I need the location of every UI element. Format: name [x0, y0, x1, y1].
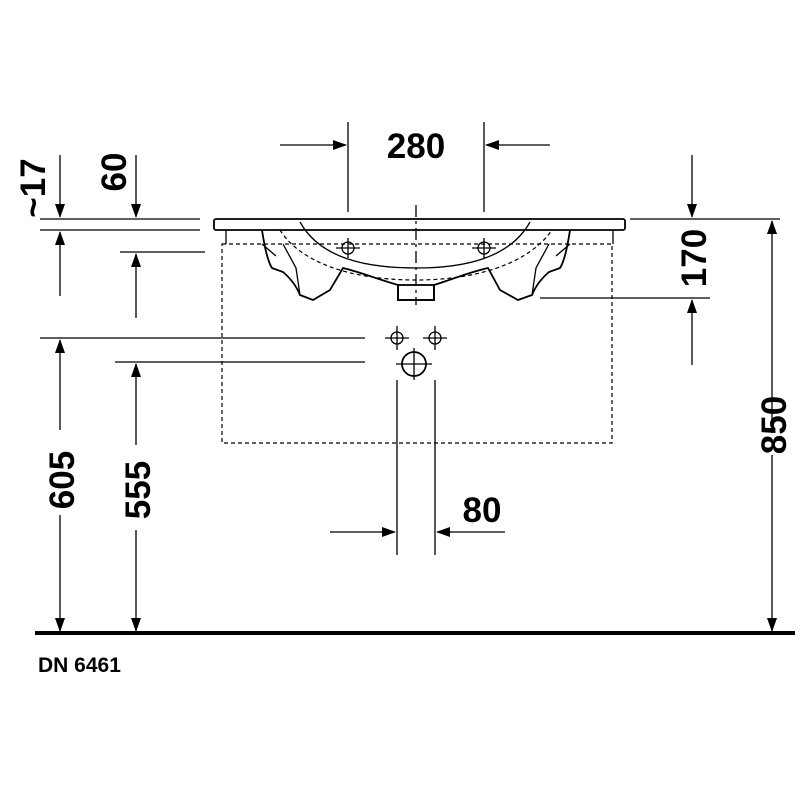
dimension-total-height: 850 [755, 220, 794, 632]
dimension-tap-hole-spacing: 280 [280, 122, 550, 212]
dimension-supply-spacing: 80 [330, 380, 505, 555]
dimension-rim-thickness: ~17 [14, 155, 200, 296]
waste-connection [396, 348, 432, 380]
dimension-label-60: 60 [95, 153, 134, 192]
dimension-label-555: 555 [119, 461, 158, 519]
basin-outline [213, 218, 626, 301]
dimension-overflow-offset: 60 [95, 153, 205, 318]
dimension-waste-height: 605 [40, 337, 365, 632]
vanity-unit-outline [221, 243, 613, 444]
dimension-label-850: 850 [755, 396, 794, 454]
tap-hole-left [336, 238, 360, 258]
supply-connection-right [423, 326, 447, 350]
model-code-label: DN 6461 [38, 654, 121, 677]
dimension-supply-height: 555 [115, 361, 365, 632]
dimension-label-17: ~17 [14, 158, 53, 217]
tap-hole-right [472, 238, 496, 258]
dimension-label-80: 80 [463, 491, 502, 530]
dimension-label-605: 605 [43, 451, 82, 509]
dimension-label-170: 170 [675, 229, 714, 287]
dimension-label-280: 280 [387, 127, 445, 166]
supply-connection-left [385, 326, 409, 350]
dimension-basin-depth: 170 [540, 155, 780, 365]
